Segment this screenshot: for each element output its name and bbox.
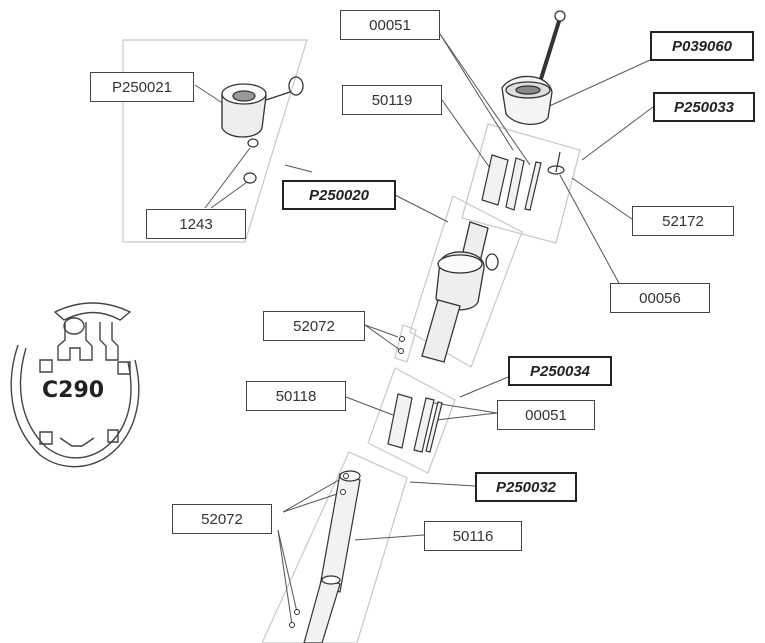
label-00051-mid: 00051 (497, 400, 595, 430)
central-swivel (421, 221, 499, 363)
label-P250020: P250020 (282, 180, 396, 210)
lever-knob (501, 10, 566, 125)
leader-P250020-b (284, 164, 313, 173)
p250032-tubes (303, 470, 361, 643)
leader-50119 (441, 99, 498, 179)
label-50119: 50119 (342, 85, 442, 115)
leader-00051-top-b (439, 33, 531, 166)
leader-52072-mid-a (364, 324, 399, 338)
leader-1243-a (204, 147, 251, 209)
leader-50118 (345, 396, 394, 416)
leader-52172 (571, 177, 633, 220)
leader-00051-top (439, 33, 514, 151)
label-P250021: P250021 (90, 72, 194, 102)
p250034-parts (387, 393, 443, 453)
leader-00051-mid-b (435, 412, 498, 421)
leader-P250033 (581, 106, 654, 161)
group-panel-P250032 (261, 451, 408, 643)
label-1243: 1243 (146, 209, 246, 239)
label-52172: 52172 (632, 206, 734, 236)
leader-1243-b (210, 181, 248, 209)
c290-profile-section (10, 302, 140, 468)
p250033-parts (481, 151, 565, 211)
leader-52072-low-b (282, 475, 347, 513)
leader-P039060 (544, 59, 651, 109)
label-50116: 50116 (424, 521, 522, 551)
group-panel-P250020-left (122, 39, 308, 243)
split-rings-1243 (243, 138, 259, 184)
leader-52072-low-a (282, 491, 344, 513)
label-P039060: P039060 (650, 31, 754, 61)
leader-50116 (354, 534, 425, 541)
profile-name: C290 (42, 378, 105, 403)
leader-52072-low-d (277, 529, 293, 626)
label-00056: 00056 (610, 283, 710, 313)
leader-52072-mid-b (364, 324, 401, 351)
label-P250034: P250034 (508, 356, 612, 386)
leader-00056 (559, 174, 621, 286)
small-pins-52072-mid (398, 336, 405, 354)
group-panel-P250034 (367, 367, 456, 474)
leader-P250032 (409, 481, 476, 487)
label-50118: 50118 (246, 381, 346, 411)
label-P250032: P250032 (475, 472, 577, 502)
label-52072-low: 52072 (172, 504, 272, 534)
top-fitting-with-ring (221, 76, 304, 138)
group-panel-P250033 (461, 123, 581, 244)
leader-52072-low-c (277, 529, 298, 613)
group-panel-P250020 (409, 195, 523, 368)
leader-P250020 (394, 194, 449, 223)
label-P250033: P250033 (653, 92, 755, 122)
label-52072-mid: 52072 (263, 311, 365, 341)
label-00051-top: 00051 (340, 10, 440, 40)
small-pins-52072-low (289, 473, 349, 628)
group-panel-52072-mid (394, 324, 417, 363)
